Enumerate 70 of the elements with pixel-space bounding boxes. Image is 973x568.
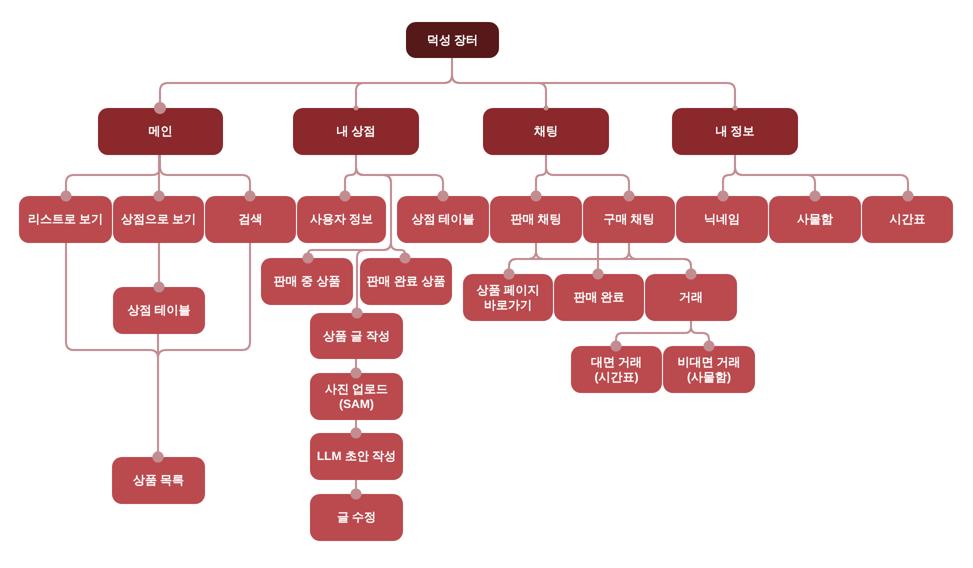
- node-label: 내 정보: [715, 124, 755, 139]
- page-node-box: [310, 433, 403, 480]
- node-label: 검색: [238, 212, 262, 227]
- page-node-box: [862, 196, 953, 243]
- root-node-box: [406, 22, 499, 58]
- page-node-box: [490, 196, 582, 243]
- page-node-box: [583, 196, 675, 243]
- node-label: 상점 테이블: [411, 212, 475, 227]
- page-node-box: [19, 196, 112, 243]
- connector-line: [154, 155, 164, 202]
- node-label: 상점 테이블: [127, 303, 191, 318]
- node-label: 사진 업로드 (SAM): [324, 382, 390, 412]
- node-label: 판매 완료 상품: [366, 274, 446, 289]
- node-label: 사물함: [797, 212, 833, 227]
- node-label: 내 상점: [336, 124, 376, 139]
- node-label: 사용자 정보: [310, 212, 374, 227]
- node-label: 대면 거래 (시간표): [590, 354, 644, 384]
- page-node-box: [676, 196, 768, 243]
- page-node-box: [112, 457, 205, 504]
- node-label: 리스트로 보기: [28, 212, 104, 227]
- page-node-box: [310, 494, 403, 541]
- page-node-box: [113, 287, 205, 334]
- page-node-box: [571, 346, 662, 393]
- connector-line: [350, 359, 362, 378]
- page-node-box: [463, 274, 553, 321]
- page-node-box: [205, 196, 296, 243]
- section-node-box: [483, 108, 609, 155]
- section-node-box: [293, 108, 419, 155]
- connector-line: [690, 321, 714, 352]
- page-node-box: [769, 196, 861, 243]
- node-label: 시간표: [890, 212, 926, 227]
- connector-line: [350, 480, 362, 500]
- node-label: 판매 채팅: [510, 212, 562, 227]
- connector-line: [451, 58, 738, 110]
- page-node-box: [310, 313, 403, 359]
- node-label: 구매 채팅: [603, 212, 655, 227]
- connector-line: [628, 243, 696, 280]
- connector-line: [592, 243, 604, 280]
- page-node-box: [360, 258, 452, 305]
- node-label: 상점으로 보기: [120, 212, 196, 227]
- node-label: 비대면 거래 (사물함): [676, 354, 742, 384]
- connector-line: [350, 420, 362, 438]
- connector-line: [352, 155, 392, 318]
- node-label: 판매 중 상품: [274, 274, 340, 289]
- page-node-box: [297, 196, 386, 243]
- page-node-box: [663, 346, 755, 393]
- node-label: 상품 페이지 바로가기: [475, 282, 541, 312]
- page-node-box: [113, 196, 204, 243]
- connector-line: [152, 334, 164, 462]
- node-label: 닉네임: [704, 212, 740, 227]
- page-node-box: [554, 274, 644, 321]
- node-label: 덕성 장터: [426, 32, 478, 48]
- node-label: 판매 완료: [573, 290, 625, 305]
- node-label: LLM 초안 작성: [316, 449, 396, 464]
- node-label: 상품 글 작성: [323, 328, 390, 344]
- page-node-box: [645, 274, 737, 321]
- connector-line: [154, 243, 164, 292]
- node-label: 거래: [679, 290, 703, 305]
- connector-line: [734, 155, 914, 202]
- node-label: 채팅: [534, 124, 558, 139]
- node-label: 상품 목록: [132, 473, 184, 488]
- section-node-box: [98, 108, 223, 155]
- section-node-box: [672, 108, 798, 155]
- node-label: 글 수정: [336, 510, 376, 525]
- connector-line: [545, 155, 634, 202]
- page-node-box: [261, 258, 353, 305]
- page-node-box: [310, 373, 403, 420]
- node-label: 메인: [148, 124, 172, 139]
- connector-line: [159, 155, 256, 202]
- page-node-box: [397, 196, 489, 243]
